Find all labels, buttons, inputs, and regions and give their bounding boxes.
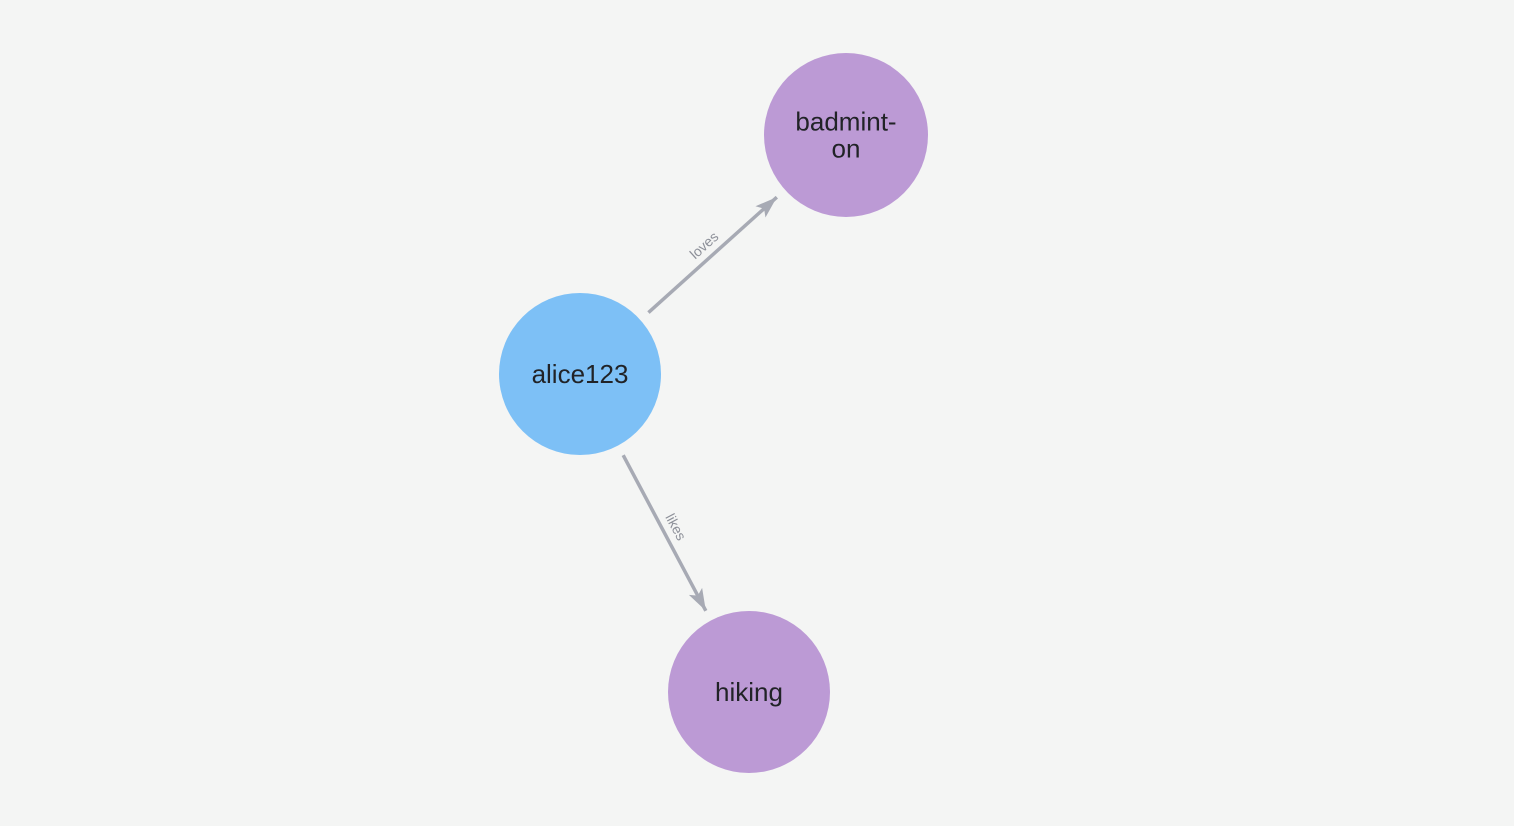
edge-loves[interactable]: loves	[647, 195, 778, 314]
edge-label: loves	[686, 228, 721, 262]
edge-line	[621, 454, 708, 612]
node-label: alice123	[532, 359, 629, 389]
arrowhead-icon	[755, 197, 777, 218]
node-badminton[interactable]: badmint-on	[764, 53, 928, 217]
edge-line	[647, 195, 778, 314]
node-label: hiking	[715, 677, 783, 707]
node-circle[interactable]	[499, 293, 661, 455]
node-hiking[interactable]: hiking	[668, 611, 830, 773]
edge-likes[interactable]: likes	[621, 454, 708, 612]
node-label: badmint-on	[795, 107, 896, 164]
node-circle[interactable]	[668, 611, 830, 773]
node-circle[interactable]	[764, 53, 928, 217]
node-alice123[interactable]: alice123	[499, 293, 661, 455]
arrowhead-icon	[688, 587, 706, 611]
